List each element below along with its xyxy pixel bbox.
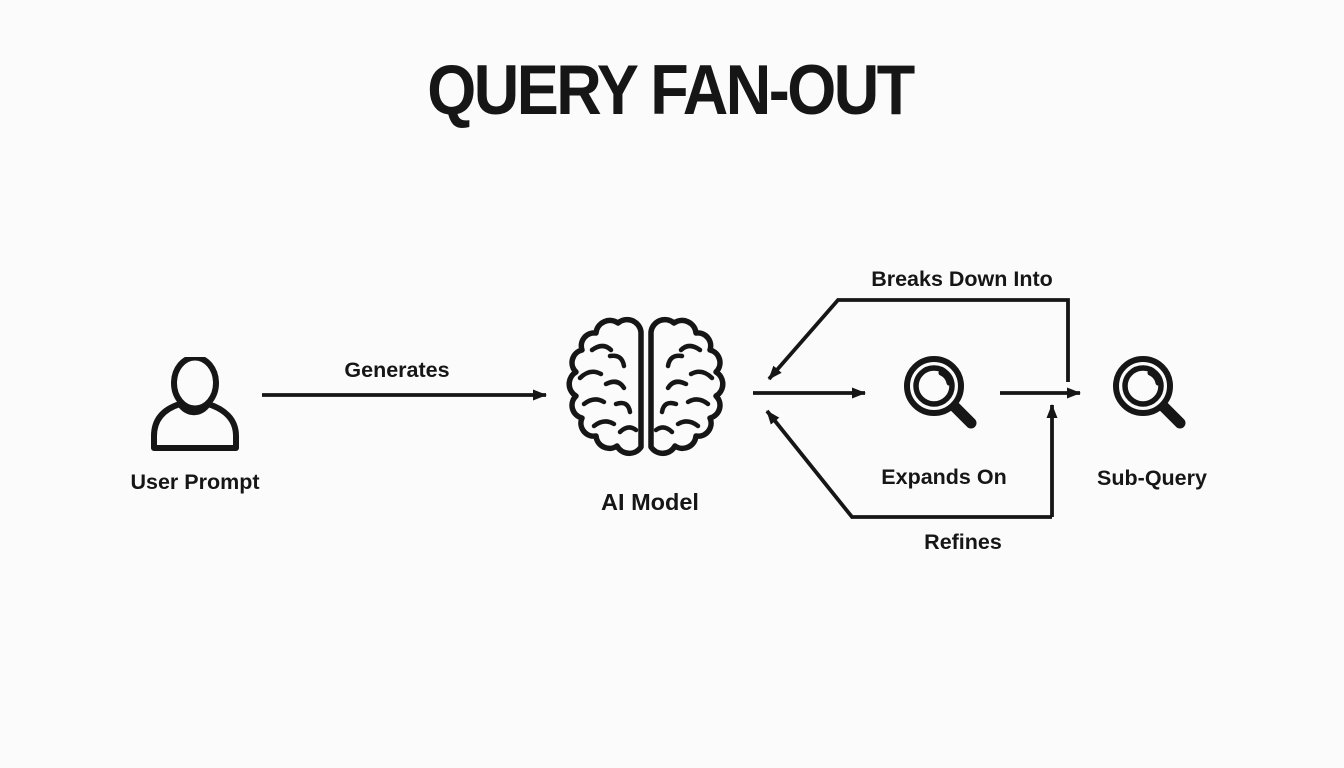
- breaks-down-into-label: Breaks Down Into: [871, 267, 1053, 291]
- person-icon: [151, 357, 239, 451]
- expands-on-magnifier-icon: [904, 356, 977, 429]
- diagram-title: QUERY FAN-OUT: [427, 51, 915, 130]
- ai-model-label: AI Model: [601, 489, 699, 515]
- refines-label: Refines: [924, 530, 1002, 554]
- brain-icon: [566, 316, 726, 457]
- generates-label: Generates: [344, 358, 450, 382]
- user-prompt-label: User Prompt: [130, 470, 260, 494]
- sub-query-label: Sub-Query: [1097, 466, 1207, 490]
- expands-on-label: Expands On: [881, 465, 1007, 489]
- sub-query-magnifier-icon: [1113, 356, 1186, 429]
